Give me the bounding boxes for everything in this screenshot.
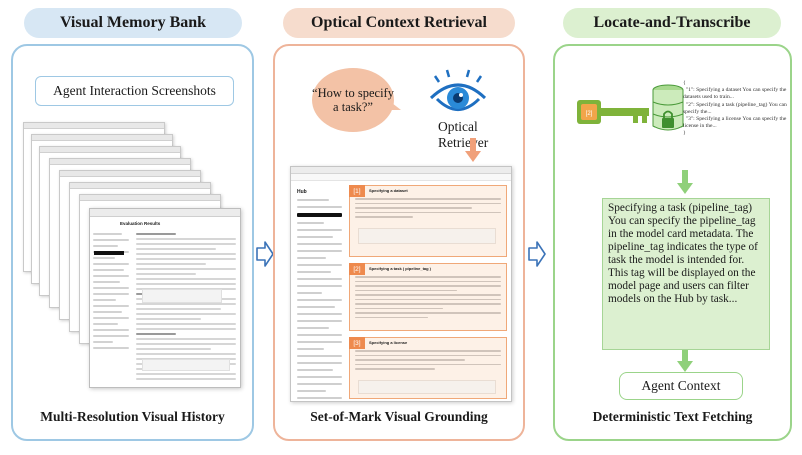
front-screenshot-title: Evaluation Results (120, 221, 161, 226)
mark-label-3: [3] (349, 337, 365, 349)
transcribe-panel: [2] { "1": Specifying a dataset You can … (553, 44, 792, 441)
retrieval-caption: Set-of-Mark Visual Grounding (310, 409, 488, 424)
retrieval-panel: “How to specify a task?” Optical Retriev… (273, 44, 525, 441)
mark-label-1: [1] (349, 185, 365, 197)
mark-section-1: [1] Specifying a dataset (349, 185, 507, 257)
query-bubble: “How to specify a task?” (312, 68, 394, 132)
json-preview: { "1": Specifying a dataset You can spec… (683, 80, 787, 137)
agent-screenshots-box: Agent Interaction Screenshots (35, 76, 234, 106)
mark-title-3: Specifying a license (369, 340, 408, 345)
mark-title-1: Specifying a dataset (369, 188, 408, 193)
memory-bank-header: Visual Memory Bank (24, 8, 242, 38)
mark-section-3: [3] Specifying a license (349, 337, 507, 399)
database-lock-icon (652, 84, 684, 131)
down-arrow-icon (677, 350, 693, 372)
mark-section-2: [2] Specifying a task ( pipeline_tag ) (349, 263, 507, 331)
key-icon: [2] (577, 100, 649, 124)
down-arrow-icon (465, 138, 481, 162)
mark-label-2: [2] (349, 263, 365, 275)
down-arrow-icon (677, 170, 693, 194)
browser-hub-title: Hub (297, 189, 307, 195)
memory-bank-panel: Agent Interaction Screenshots Evaluation… (11, 44, 254, 441)
chevron-right-arrow-icon (528, 241, 546, 267)
transcribe-caption: Deterministic Text Fetching (592, 409, 753, 424)
grounded-browser-screenshot: Hub [1] Specifying a dataset [2] Specify… (290, 166, 512, 402)
transcribed-text-box: Specifying a task (pipeline_tag) You can… (602, 198, 770, 350)
transcribed-text: Specifying a task (pipeline_tag) You can… (608, 202, 758, 305)
retrieval-header: Optical Context Retrieval (283, 8, 515, 38)
chevron-right-arrow-icon (256, 241, 274, 267)
eye-icon (429, 69, 487, 111)
agent-context-box: Agent Context (619, 372, 743, 400)
front-screenshot: Evaluation Results (89, 208, 241, 388)
mark-title-2: Specifying a task ( pipeline_tag ) (369, 266, 432, 271)
transcribe-header: Locate-and-Transcribe (563, 8, 781, 38)
memory-bank-caption: Multi-Resolution Visual History (40, 409, 225, 424)
query-text: “How to specify a task?” (312, 86, 394, 114)
bubble-tail (383, 96, 401, 110)
key-label: [2] (586, 111, 593, 117)
